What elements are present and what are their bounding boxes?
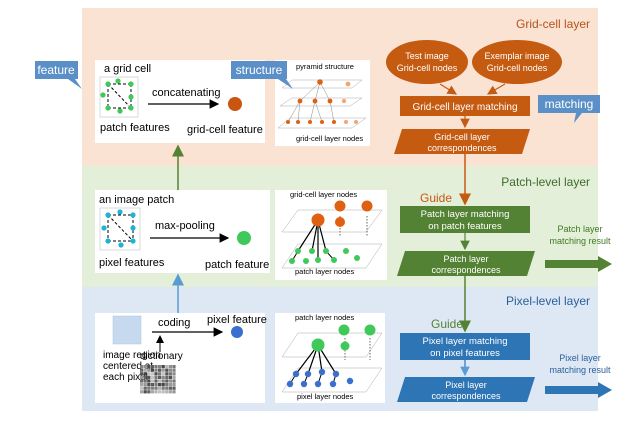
patch-layer-nodes-label-top: patch layer nodes [295, 313, 354, 322]
grid-cell-matching-box [400, 96, 530, 116]
patch-feature-label: patch feature [205, 259, 269, 271]
coding-label: coding [158, 317, 190, 329]
pixel-matching-box [400, 333, 530, 360]
patch-layer-nodes-label: patch layer nodes [295, 267, 354, 276]
svg-text:matching: matching [545, 97, 594, 111]
pyramid-structure-label: pyramid structure [296, 62, 354, 71]
grid-cell-layer-label: Grid-cell layer [516, 17, 590, 31]
patch-corr-label-1: Patch layer [443, 254, 488, 264]
grid-cell-icon [99, 76, 139, 118]
pixel-result-arrow [545, 382, 612, 398]
patch-matching-label-2: on patch features [428, 221, 502, 232]
dictionary-image [140, 365, 176, 394]
pixel-corr-label-2: correspondences [431, 391, 501, 401]
pixel-graph-icon [281, 324, 383, 393]
concatenating-label: concatenating [152, 87, 221, 99]
exemplar-to-matching-arrow [486, 83, 506, 95]
pixel-matching-label-1: Pixel layer matching [422, 336, 507, 347]
exemplar-image-label-1: Exemplar image [484, 51, 549, 61]
patch-result-label-2: matching result [549, 236, 611, 246]
exemplar-image-label-2: Grid-cell nodes [487, 63, 548, 73]
pixel-result-label-2: matching result [549, 365, 611, 375]
grid-cell-corr-label-2: correspondences [427, 143, 497, 153]
pixel-feature-dot [231, 326, 243, 338]
patch-matching-label-1: Patch layer matching [421, 209, 510, 220]
pixel-corr-label-1: Pixel layer [445, 380, 487, 390]
pixel-layer-nodes-label: pixel layer nodes [297, 392, 354, 401]
test-to-matching-arrow [439, 83, 458, 95]
pixel-result-label-1: Pixel layer [559, 353, 601, 363]
feature-tag: feature [35, 61, 82, 89]
exemplar-image-node [472, 40, 562, 84]
patch-panel-title: an image patch [99, 194, 174, 206]
patch-correspondences-box [397, 251, 535, 276]
pixel-correspondences-box [397, 377, 535, 402]
guide-label-1: Guide [420, 191, 452, 205]
patch-graph-icon [281, 200, 383, 269]
grid-cell-layer-nodes-label-top: grid-cell layer nodes [296, 134, 363, 143]
pixel-features-label: pixel features [99, 257, 165, 269]
grid-cell-layer-nodes-label: grid-cell layer nodes [290, 190, 357, 199]
patch-level-layer-label: Patch-level layer [501, 175, 590, 189]
grid-cell-feature-label: grid-cell feature [187, 124, 263, 136]
dictionary-label: dictionary [140, 351, 183, 362]
patch-features-label: patch features [100, 122, 170, 134]
patch-corr-label-2: correspondences [431, 265, 501, 275]
test-image-node [386, 40, 468, 84]
patch-result-arrow [545, 256, 612, 272]
patch-result-label-1: Patch layer [557, 224, 602, 234]
image-region-label-2: centered at [103, 361, 153, 372]
patch-matching-box [400, 206, 530, 233]
image-region-label-3: each pixel [103, 372, 148, 383]
guide-label-2: Guide [431, 317, 463, 331]
structure-tag: structure [231, 61, 293, 89]
pixel-level-layer-label: Pixel-level layer [506, 294, 590, 308]
pyramid-icon [277, 79, 367, 129]
pixel-feature-label: pixel feature [207, 314, 267, 326]
svg-text:feature: feature [37, 63, 75, 77]
patch-feature-dot [237, 231, 251, 245]
matching-tag: matching [538, 95, 600, 123]
pixel-matching-label-2: on pixel features [430, 348, 500, 359]
patch-icon [99, 207, 141, 251]
grid-cell-panel-title: a grid cell [104, 63, 151, 75]
grid-cell-feature-dot [228, 97, 242, 111]
grid-cell-matching-label: Grid-cell layer matching [412, 102, 517, 113]
image-region-square [112, 315, 142, 345]
image-region-label-1: image region [103, 350, 161, 361]
test-image-label-1: Test image [405, 51, 449, 61]
grid-cell-corr-label-1: Grid-cell layer [434, 132, 490, 142]
max-pooling-label: max-pooling [155, 220, 215, 232]
test-image-label-2: Grid-cell nodes [397, 63, 458, 73]
svg-text:structure: structure [236, 63, 283, 77]
grid-cell-correspondences-box [394, 129, 530, 154]
